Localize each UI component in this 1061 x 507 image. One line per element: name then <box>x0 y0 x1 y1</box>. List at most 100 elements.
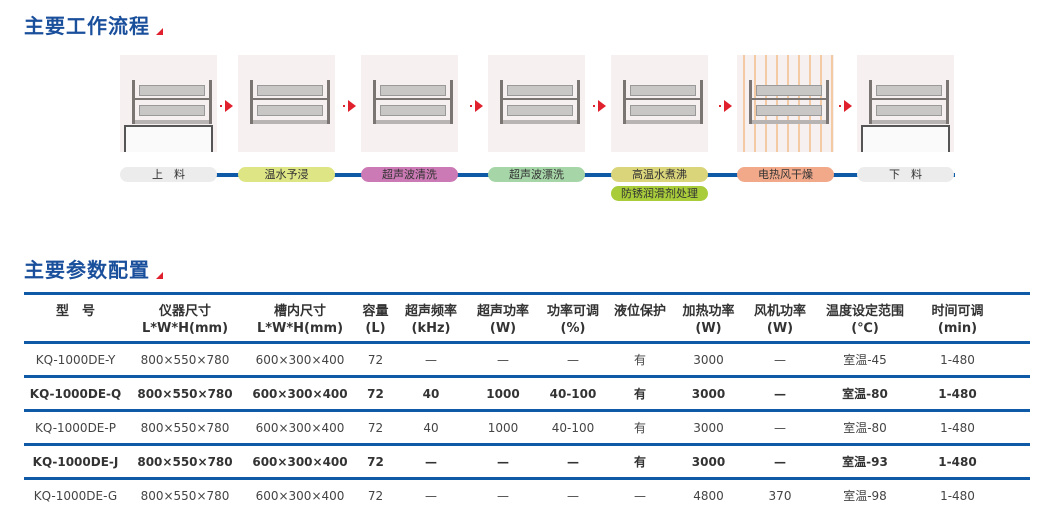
table-cell: 72 <box>367 352 384 367</box>
process-step-image <box>238 55 335 152</box>
rack-illustration <box>120 55 217 152</box>
header-line1: 容量 <box>362 304 389 319</box>
basket-rack-icon <box>250 80 330 124</box>
header-line1: 超声功率 <box>476 304 529 319</box>
basket-rack-icon <box>132 80 212 124</box>
header-line1: 槽内尺寸 <box>273 304 326 319</box>
table-cell: 40-100 <box>549 386 597 401</box>
basket-rack-icon <box>623 80 703 124</box>
header-line1: 超声频率 <box>404 304 457 319</box>
table-cell: 有 <box>633 353 646 367</box>
arrow-right-icon <box>343 100 356 112</box>
heat-waves-icon <box>737 55 834 152</box>
table-cell: KQ-1000DE-J <box>32 454 119 469</box>
table-cell: 800×550×780 <box>140 488 230 503</box>
basket-rack-icon <box>869 80 949 124</box>
table-cell: — <box>774 420 786 435</box>
table-cell: 1000 <box>486 386 520 401</box>
rack-illustration <box>238 55 335 152</box>
header-line2: (℃) <box>851 321 879 336</box>
process-step-image <box>488 55 585 152</box>
table-cell: 有 <box>633 421 646 435</box>
table-cell: 800×550×780 <box>137 386 233 401</box>
table-cell: 600×300×400 <box>255 488 345 503</box>
triangle-marker-icon <box>156 272 163 279</box>
rack-illustration <box>857 55 954 152</box>
table-cell: — <box>567 454 579 469</box>
table-cell: 室温-80 <box>843 421 887 435</box>
process-title-text: 主要工作流程 <box>24 14 150 38</box>
table-cell: KQ-1000DE-P <box>35 420 116 435</box>
table-cell: 1-480 <box>940 488 975 503</box>
column-header: 功率可调 (%) <box>538 294 608 343</box>
header-line1: 仪器尺寸 <box>158 304 211 319</box>
process-step-label: 温水予浸 <box>238 167 335 182</box>
process-connector-line <box>215 173 955 177</box>
table-cell: — <box>634 488 646 503</box>
column-header: 时间可调(min) <box>915 294 1000 343</box>
table-cell: 室温-93 <box>842 455 888 469</box>
process-step-image <box>611 55 708 152</box>
table-cell: — <box>497 488 509 503</box>
triangle-marker-icon <box>156 28 163 35</box>
process-step-label: 电热风干燥 <box>737 167 834 182</box>
column-header: 槽内尺寸 L*W*H(mm) <box>243 294 357 343</box>
header-line2: (%) <box>560 321 586 336</box>
table-cell: 有 <box>633 455 646 469</box>
table-cell: 72 <box>367 488 384 503</box>
header-line1: 时间可调 <box>931 304 984 319</box>
process-step-image <box>737 55 834 152</box>
table-cell: 72 <box>367 420 384 435</box>
column-header: 型 号 <box>24 294 127 343</box>
table-cell: — <box>497 352 509 367</box>
table-cell: — <box>774 352 786 367</box>
process-section-title: 主要工作流程 <box>24 10 163 39</box>
table-cell: 1-480 <box>938 454 977 469</box>
table-cell: 4800 <box>693 488 724 503</box>
table-cell: — <box>567 488 579 503</box>
column-header: 超声功率(W) <box>468 294 538 343</box>
process-step-label: 超声波清洗 <box>361 167 458 182</box>
table-cell: KQ-1000DE-Y <box>35 352 116 367</box>
header-line1: 温度设定范围 <box>825 304 904 319</box>
table-cell: 600×300×400 <box>255 352 345 367</box>
header-line2 <box>24 320 127 337</box>
stand-icon <box>861 125 950 152</box>
arrow-right-icon <box>839 100 852 112</box>
table-cell: 有 <box>633 387 646 401</box>
header-line1: 功率可调 <box>546 304 599 319</box>
table-cell: 600×300×400 <box>252 386 348 401</box>
specs-section-title: 主要参数配置 <box>24 254 163 283</box>
table-cell: 40 <box>423 420 439 435</box>
table-cell: 3000 <box>691 454 726 469</box>
table-cell: 800×550×780 <box>140 420 230 435</box>
process-step-label: 下 料 <box>857 167 954 182</box>
process-step-image <box>120 55 217 152</box>
table-cell: — <box>425 454 437 469</box>
process-step-label: 上 料 <box>120 167 217 182</box>
table-cell: 40 <box>422 386 440 401</box>
table-cell: 600×300×400 <box>255 420 345 435</box>
table-cell: 室温-98 <box>843 489 887 503</box>
arrow-right-icon <box>470 100 483 112</box>
arrow-right-icon <box>220 100 233 112</box>
process-step-label: 高温水煮沸 <box>611 167 708 182</box>
table-cell: 室温-80 <box>842 387 888 401</box>
table-cell: — <box>425 352 437 367</box>
column-header: 加热功率(W) <box>672 294 745 343</box>
header-line1: 风机功率 <box>753 304 806 319</box>
header-line2: L*W*H(mm) <box>256 321 344 336</box>
table-cell: 370 <box>768 488 792 503</box>
rack-illustration <box>488 55 585 152</box>
process-step-label: 超声波漂洗 <box>488 167 585 182</box>
basket-rack-icon <box>500 80 580 124</box>
table-cell: 800×550×780 <box>140 352 230 367</box>
